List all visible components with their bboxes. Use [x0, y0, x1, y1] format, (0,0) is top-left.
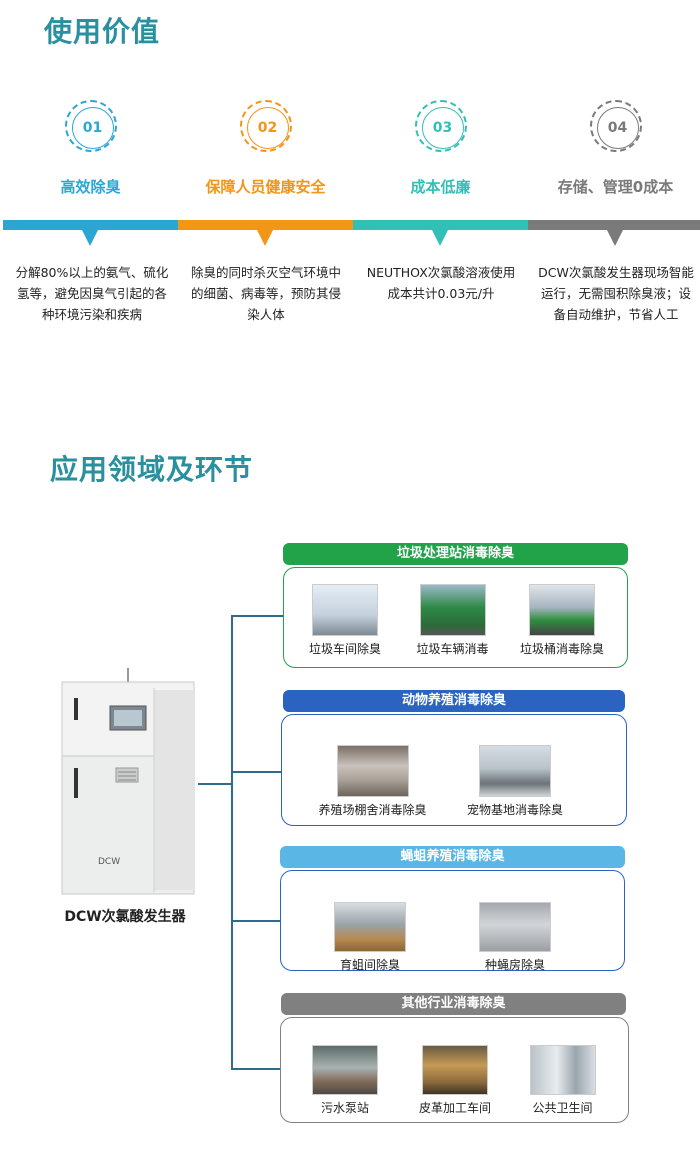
public-toilet-image — [529, 1045, 596, 1095]
sewage-station-image — [312, 1045, 378, 1095]
app-item: 垃圾车间除臭 — [300, 584, 390, 657]
number-circle: 03 — [414, 100, 467, 152]
value-desc: DCW次氯酸发生器现场智能运行，无需囤积除臭液；设备自动维护，节省人工 — [538, 265, 694, 322]
value-desc: 除臭的同时杀灭空气环境中的细菌、病毒等，预防其侵染人体 — [190, 265, 341, 322]
value-item-2: 02 保障人员健康安全 — [178, 100, 353, 197]
value-item-3: 03 成本低廉 — [353, 100, 528, 197]
machine-label: DCW次氯酸发生器 — [64, 909, 186, 925]
color-bar-4 — [528, 220, 700, 230]
app-item: 垃圾车辆消毒 — [405, 584, 500, 657]
category-title-livestock: 动物养殖消毒除臭 — [283, 690, 625, 712]
connector-line — [231, 615, 233, 1069]
app-item: 污水泵站 — [300, 1045, 390, 1116]
category-title-fly: 蝇蛆养殖消毒除臭 — [280, 846, 625, 868]
section-title-value: 使用价值 — [44, 15, 161, 48]
connector-line — [231, 1068, 281, 1070]
value-title: 成本低廉 — [410, 178, 471, 196]
value-title: 存储、管理0成本 — [557, 178, 674, 196]
app-item: 养殖场棚舍消毒除臭 — [305, 745, 440, 818]
connector-line — [231, 920, 281, 922]
color-bar-3 — [353, 220, 528, 230]
color-bar-2 — [178, 220, 353, 230]
garbage-truck-image — [419, 584, 486, 636]
garbage-workshop-image — [312, 584, 378, 636]
value-title: 高效除臭 — [60, 178, 121, 196]
down-arrow-icon — [82, 230, 98, 246]
value-item-1: 01 高效除臭 — [3, 100, 178, 197]
app-item: 皮革加工车间 — [405, 1045, 505, 1116]
app-item: 公共卫生间 — [515, 1045, 610, 1116]
maggot-room-image — [334, 902, 406, 952]
value-title: 保障人员健康安全 — [205, 178, 326, 196]
app-item: 垃圾桶消毒除臭 — [512, 584, 612, 657]
down-arrow-icon — [432, 230, 448, 246]
color-bar-1 — [3, 220, 178, 230]
fly-room-image — [479, 902, 551, 952]
generator-machine-image: DCW — [58, 668, 198, 896]
number-circle: 04 — [589, 100, 642, 152]
value-item-4: 04 存储、管理0成本 — [528, 100, 700, 197]
connector-line — [231, 771, 281, 773]
value-desc: NEUTHOX次氯酸溶液使用成本共计0.03元/升 — [366, 265, 516, 301]
pet-base-image — [479, 745, 551, 797]
connector-line — [231, 615, 283, 617]
section-title-application: 应用领域及环节 — [50, 453, 254, 486]
app-item: 宠物基地消毒除臭 — [455, 745, 575, 818]
down-arrow-icon — [257, 230, 273, 246]
leather-workshop-image — [422, 1045, 488, 1095]
livestock-barn-image — [336, 745, 409, 797]
machine-brand: DCW — [98, 857, 120, 867]
value-desc: 分解80%以上的氨气、硫化氢等，避免因臭气引起的各种环境污染和疾病 — [15, 265, 169, 322]
down-arrow-icon — [607, 230, 623, 246]
number-circle: 01 — [64, 100, 117, 152]
app-item: 育蛆间除臭 — [315, 902, 425, 973]
connector-line — [198, 783, 232, 785]
category-title-other: 其他行业消毒除臭 — [281, 993, 626, 1015]
category-title-garbage: 垃圾处理站消毒除臭 — [283, 543, 628, 565]
number-circle: 02 — [239, 100, 292, 152]
garbage-bin-image — [529, 584, 595, 636]
app-item: 种蝇房除臭 — [465, 902, 565, 973]
